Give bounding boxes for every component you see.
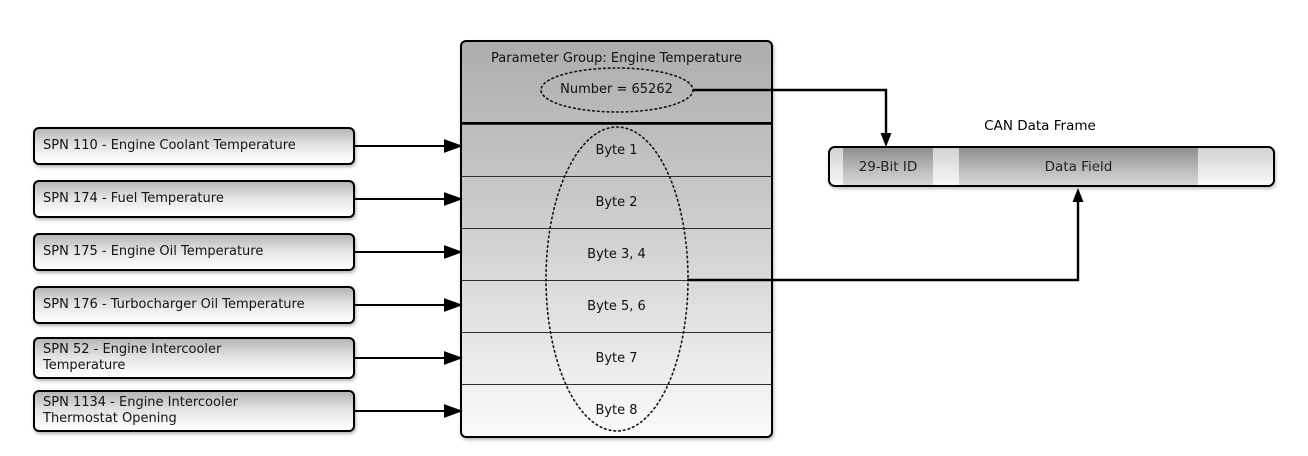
frame-segment-label: Data Field (1044, 158, 1113, 175)
spn-arrows (355, 139, 463, 418)
byte-row-5-6: Byte 5, 6 (462, 280, 771, 332)
spn-box-label: SPN 174 - Fuel Temperature (43, 190, 224, 206)
byte-row-2: Byte 2 (462, 176, 771, 228)
byte-row-8: Byte 8 (462, 384, 771, 436)
spn-box-110: SPN 110 - Engine Coolant Temperature (33, 127, 355, 165)
spn-box-175: SPN 175 - Engine Oil Temperature (33, 233, 355, 271)
parameter-group-title: Parameter Group: Engine Temperature (491, 51, 742, 66)
parameter-group-table: Parameter Group: Engine Temperature Numb… (460, 40, 773, 438)
spn-box-label: SPN 1134 - Engine Intercooler Thermostat… (43, 394, 238, 426)
spn-box-label: SPN 52 - Engine Intercooler Temperature (43, 341, 222, 373)
frame-segment-data-field: Data Field (959, 148, 1198, 185)
frame-segment-spacer (933, 148, 959, 185)
spn-box-label: SPN 110 - Engine Coolant Temperature (43, 137, 296, 153)
arrowhead-down (880, 133, 892, 147)
frame-segment-spacer (1198, 148, 1273, 185)
frame-segment-29bit-id: 29-Bit ID (843, 148, 933, 185)
frame-segment-spacer (830, 148, 843, 185)
arrowhead-up (1072, 188, 1084, 202)
spn-box-label: SPN 175 - Engine Oil Temperature (43, 243, 264, 259)
frame-segment-label: 29-Bit ID (858, 158, 918, 175)
spn-box-52: SPN 52 - Engine Intercooler Temperature (33, 337, 355, 379)
byte-row-3-4: Byte 3, 4 (462, 228, 771, 280)
can-frame-title: CAN Data Frame (984, 118, 1096, 134)
byte-row-7: Byte 7 (462, 332, 771, 384)
parameter-group-number: Number = 65262 (560, 82, 673, 97)
spn-box-176: SPN 176 - Turbocharger Oil Temperature (33, 286, 355, 324)
spn-box-174: SPN 174 - Fuel Temperature (33, 180, 355, 218)
spn-box-1134: SPN 1134 - Engine Intercooler Thermostat… (33, 390, 355, 432)
parameter-group-header: Parameter Group: Engine Temperature Numb… (462, 42, 771, 124)
spn-box-label: SPN 176 - Turbocharger Oil Temperature (43, 296, 305, 312)
byte-row-1: Byte 1 (462, 124, 771, 176)
can-data-frame: 29-Bit ID Data Field (828, 146, 1275, 187)
